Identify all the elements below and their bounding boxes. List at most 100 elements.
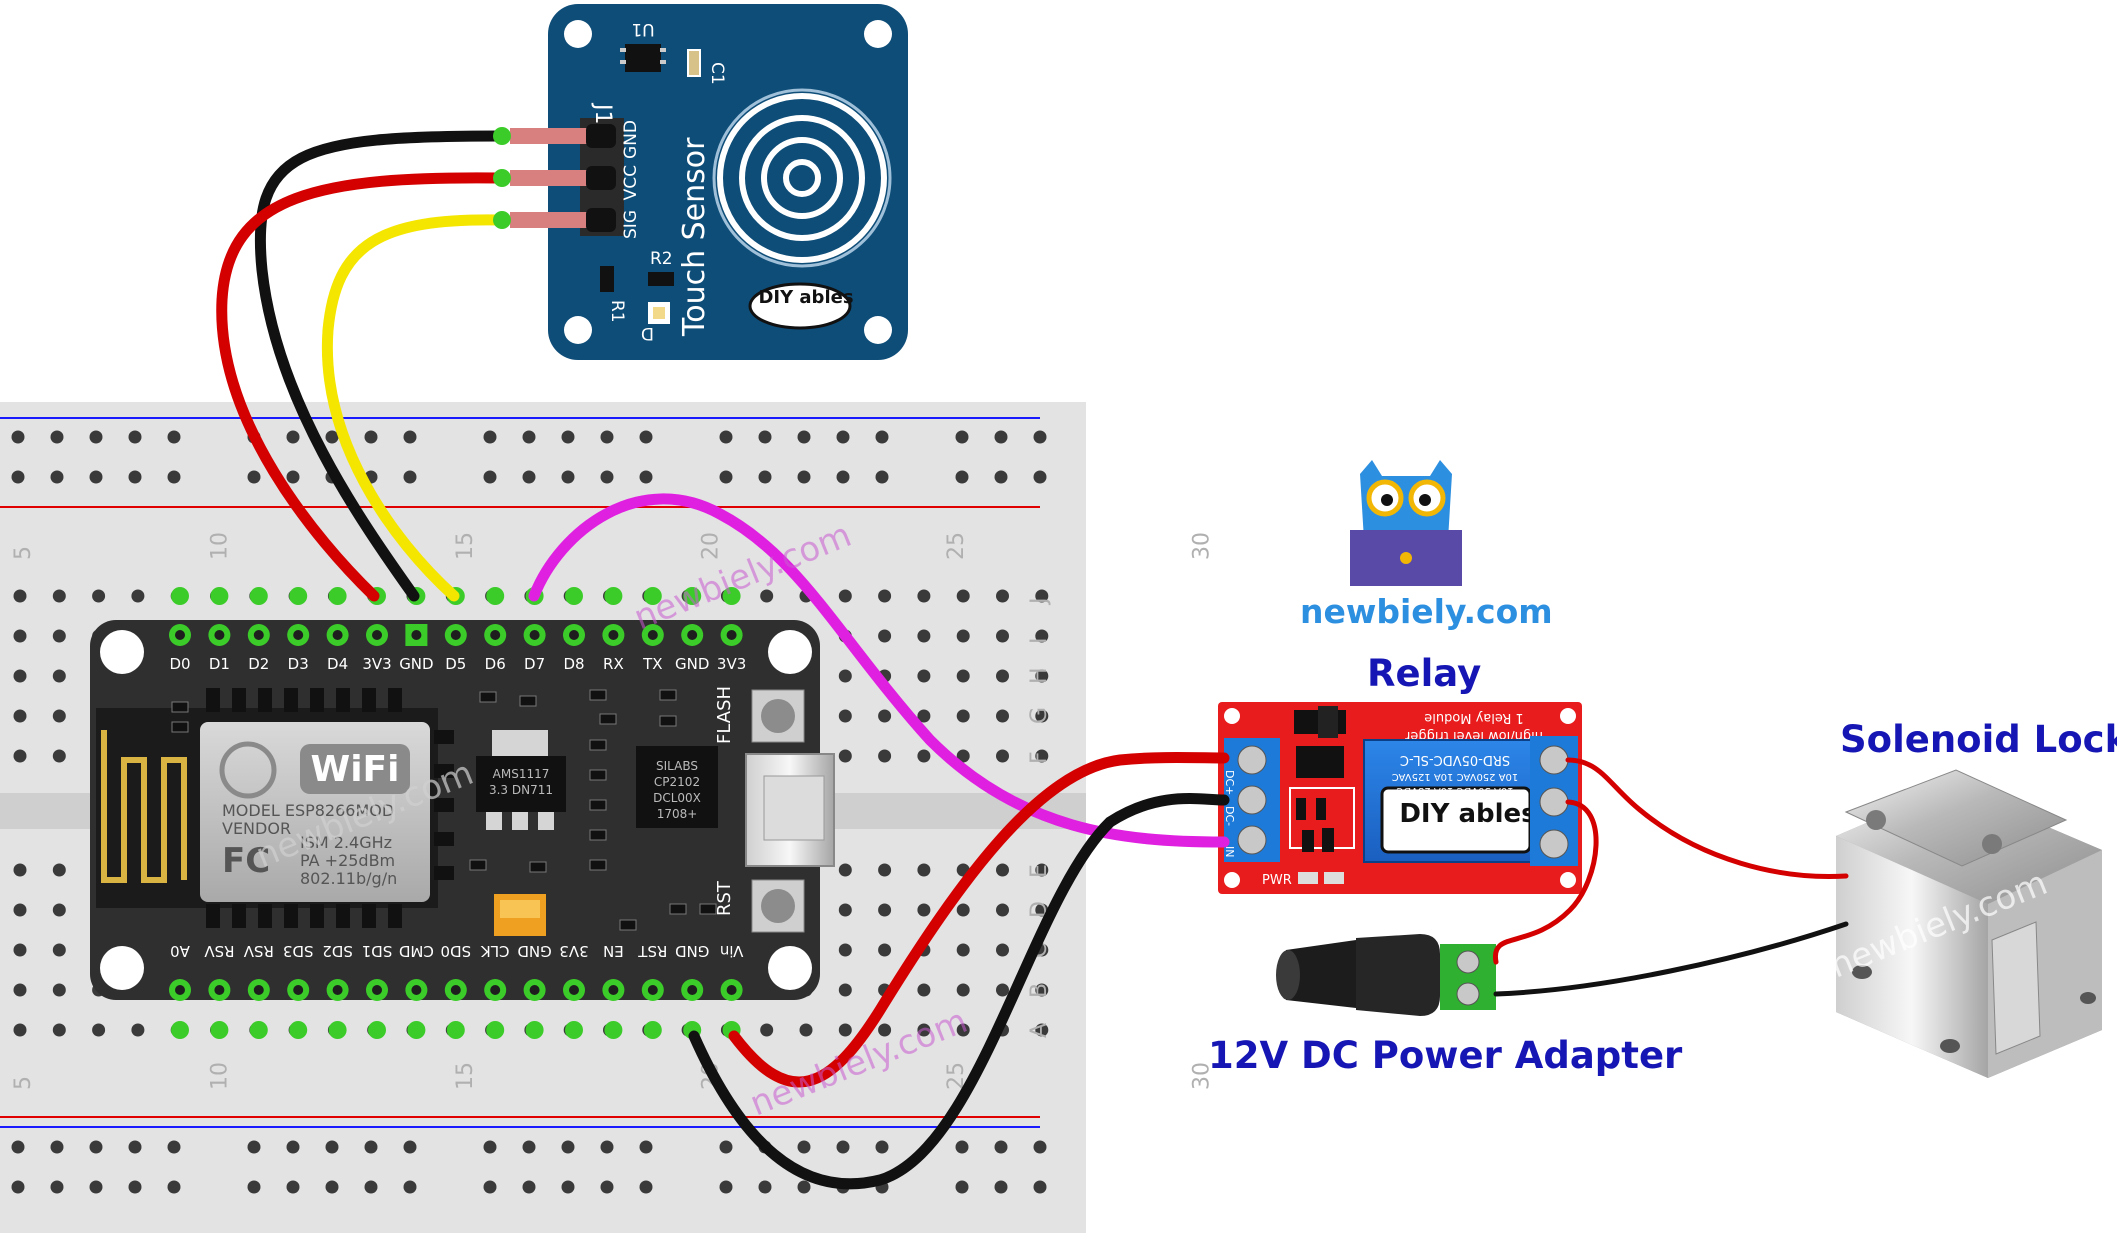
rail-hole xyxy=(247,470,261,484)
pin-label-bottom: SD2 xyxy=(322,942,353,960)
pin-label-bottom: RSV xyxy=(204,942,235,960)
module-model: MODEL ESP8266MOD xyxy=(222,801,394,820)
module-pad xyxy=(434,798,454,812)
breadboard-pin-top xyxy=(486,587,505,605)
breadboard-pin-top xyxy=(722,587,741,605)
breadboard-pin-top xyxy=(249,587,268,605)
relay-logo-text: DIY ables xyxy=(1399,799,1536,829)
rail-hole xyxy=(403,430,417,444)
wire-relay-vcc xyxy=(728,752,1230,1088)
pin-label-top: TX xyxy=(642,655,662,673)
smd-part xyxy=(589,859,607,871)
breadboard-pin-top xyxy=(210,587,229,605)
capacitor-c1 xyxy=(687,49,701,77)
rail-hole xyxy=(561,470,575,484)
mount-hole xyxy=(100,946,144,990)
column-number: 30 xyxy=(1189,1062,1214,1090)
breadboard-hole xyxy=(760,1023,774,1037)
column-number: 5 xyxy=(11,546,36,560)
breadboard-hole xyxy=(13,1023,27,1037)
module-pad xyxy=(336,688,350,712)
rail-hole xyxy=(955,1140,969,1154)
mount-hole xyxy=(564,20,592,48)
rail-hole xyxy=(797,1180,811,1194)
wires xyxy=(216,130,1849,1190)
rail-hole xyxy=(403,1140,417,1154)
breadboard-pin-top xyxy=(328,587,347,605)
module-pad xyxy=(434,866,454,880)
column-number: 15 xyxy=(453,532,478,560)
brand-caption: newbiely.com xyxy=(1300,592,1553,631)
breadboard-pin-bottom xyxy=(210,1021,229,1039)
pin-label-vcc: VCC xyxy=(621,165,641,200)
breadboard-hole xyxy=(956,589,970,603)
breadboard-hole xyxy=(917,863,931,877)
breadboard-pin-top xyxy=(289,587,308,605)
row-letter: E xyxy=(1027,864,1052,878)
wifi-logo xyxy=(300,744,410,794)
pin-label-bottom: GND xyxy=(517,942,551,960)
rail-hole xyxy=(50,1180,64,1194)
row-letter: A xyxy=(1027,1023,1052,1038)
rail-hole xyxy=(836,1140,850,1154)
pin-label-top: GND xyxy=(399,655,433,673)
wire-relay-signal xyxy=(528,493,1230,848)
module-castellated-pads xyxy=(206,688,454,928)
breadboard-pin-bottom xyxy=(604,1021,623,1039)
column-number: 20 xyxy=(698,532,723,560)
rail-hole xyxy=(758,1180,772,1194)
lock-top-plate xyxy=(1844,769,2068,867)
breadboard-hole xyxy=(956,943,970,957)
pin-label-top: D3 xyxy=(288,655,309,673)
dc-jack-barrel xyxy=(1286,940,1356,1008)
input-pin-in: IN xyxy=(1223,846,1236,857)
ic-label: U1 xyxy=(631,19,654,39)
rail-hole xyxy=(719,470,733,484)
breadboard-hole xyxy=(13,749,27,763)
esp8266-nodemcu: WiFi MODEL ESP8266MOD VENDOR FC ISM 2.4G… xyxy=(90,587,835,1039)
rail-hole xyxy=(600,470,614,484)
rail-hole xyxy=(128,1180,142,1194)
breadboard-hole xyxy=(917,1023,931,1037)
pin-label-top: GND xyxy=(675,655,709,673)
smd-part xyxy=(659,689,677,701)
row-letter: F xyxy=(1027,751,1052,764)
input-pin-dcminus: DC- xyxy=(1223,806,1236,826)
breadboard-hole xyxy=(917,589,931,603)
relay-module: 1 Relay Module high/low level trigger DC… xyxy=(1218,702,1596,894)
breadboard-hole xyxy=(878,863,892,877)
rail-hole xyxy=(11,430,25,444)
rail-hole xyxy=(128,470,142,484)
rail-hole xyxy=(483,1180,497,1194)
rail-hole xyxy=(639,1140,653,1154)
header-label: J1 xyxy=(590,102,615,125)
module-pad xyxy=(434,832,454,846)
column-number: 5 xyxy=(11,1076,36,1090)
breadboard-hole xyxy=(1035,709,1049,723)
breadboard-hole xyxy=(52,903,66,917)
pin-label-top: 3V3 xyxy=(717,655,746,673)
lock-latch xyxy=(1991,921,2041,1055)
wire-relay-gnd xyxy=(688,793,1230,1190)
solenoid-lock-caption: Solenoid Lock xyxy=(1840,718,2117,761)
rail-hole xyxy=(364,1140,378,1154)
module-standard: 802.11b/g/n xyxy=(300,869,397,888)
rail-hole xyxy=(955,430,969,444)
pin-label-top: D4 xyxy=(327,655,348,673)
usb-chip-label-1: SILABS xyxy=(656,759,698,773)
module-pad xyxy=(310,688,324,712)
breadboard-hole xyxy=(92,589,106,603)
breadboard-hole xyxy=(917,903,931,917)
smd-part xyxy=(589,799,607,811)
breadboard-hole xyxy=(52,669,66,683)
breadboard-hole xyxy=(878,1023,892,1037)
row-letter: B xyxy=(1027,983,1052,998)
smd-part xyxy=(619,919,637,931)
breadboard-hole xyxy=(996,903,1009,917)
relay-caption: Relay xyxy=(1367,652,1482,695)
rail-hole xyxy=(483,470,497,484)
rail-hole xyxy=(836,470,850,484)
breadboard-hole xyxy=(838,903,852,917)
breadboard-hole xyxy=(878,629,892,643)
resistor-r1-label: R1 xyxy=(607,300,627,323)
